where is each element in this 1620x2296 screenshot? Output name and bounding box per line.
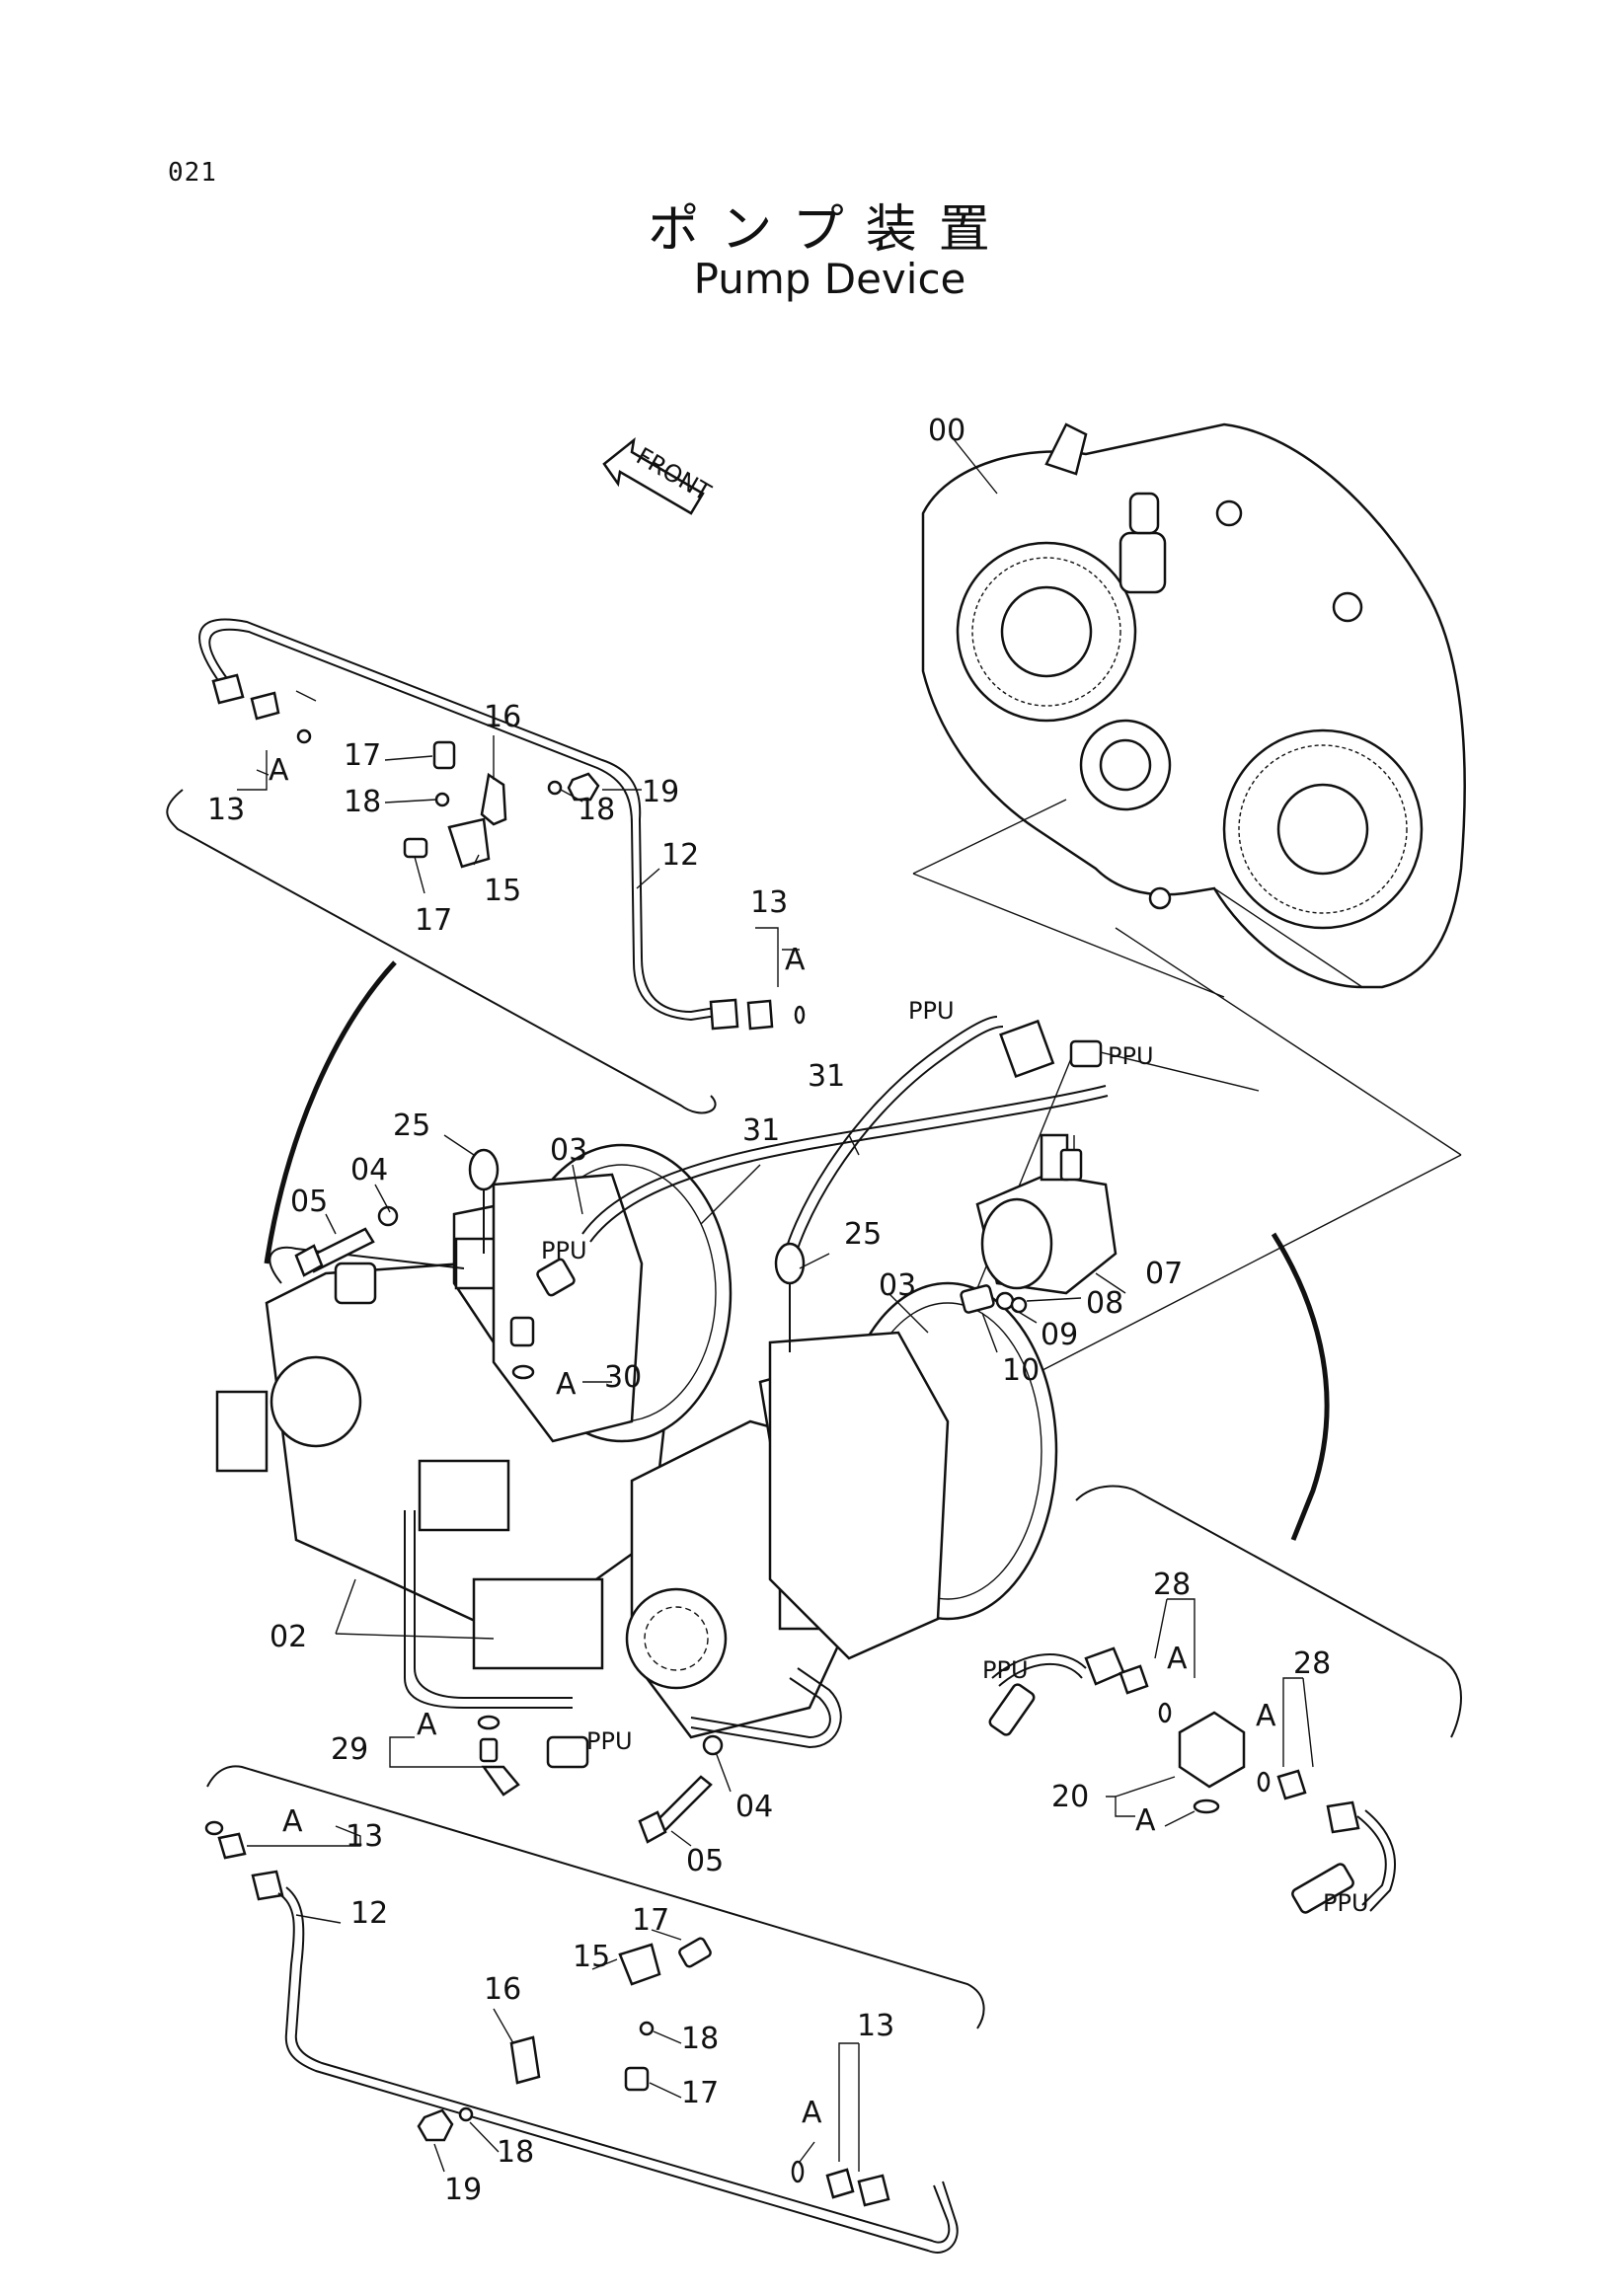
callout-labels: 00 13 A 17 18 16 18 19 15 17 12 13 A PPU… — [207, 414, 1369, 2207]
ppu-label-6: PPU — [1323, 1889, 1369, 1917]
callout-02: 02 — [270, 1620, 307, 1654]
callout-17-lower-top: 17 — [632, 1903, 669, 1938]
eye-bolts-25 — [468, 1148, 806, 1352]
a-mark-8: A — [282, 1804, 303, 1839]
title-japanese: ポンプ装置 — [648, 200, 1012, 260]
pump-assembly-02 — [215, 1143, 1058, 1749]
callout-19-lower: 19 — [444, 2173, 482, 2207]
leader-lines — [237, 433, 1314, 2173]
lower-detail-boundary — [206, 1765, 985, 2029]
callout-15-upper: 15 — [484, 874, 521, 908]
lower-pipe-assembly — [204, 1820, 959, 2254]
callout-29: 29 — [331, 1732, 368, 1767]
callout-13-lower-right: 13 — [857, 2009, 894, 2043]
callout-20: 20 — [1051, 1780, 1089, 1814]
callout-10: 10 — [1002, 1353, 1040, 1388]
callout-09: 09 — [1041, 1318, 1078, 1352]
a-mark-5: A — [1167, 1642, 1188, 1676]
callout-15-lower: 15 — [573, 1940, 610, 1974]
callout-16-upper: 16 — [484, 700, 521, 734]
ppu-label-1: PPU — [908, 997, 955, 1025]
callout-12-lower: 12 — [350, 1896, 388, 1931]
rotation-arc-right — [1271, 1232, 1330, 1541]
rotation-arc — [264, 960, 397, 1264]
a-mark-4: A — [417, 1708, 437, 1742]
callout-08: 08 — [1086, 1286, 1123, 1321]
callout-12-upper: 12 — [661, 838, 699, 873]
callout-17-upper: 17 — [344, 738, 381, 773]
callout-13-lower-left: 13 — [346, 1819, 383, 1854]
callout-17-lower: 17 — [681, 2076, 719, 2110]
front-arrow-icon: FRONT — [602, 436, 716, 515]
upper-pipe-assembly — [198, 618, 806, 1031]
callout-18-upper-left: 18 — [344, 785, 381, 819]
a-mark-9: A — [802, 2096, 822, 2130]
callout-16-lower: 16 — [484, 1972, 521, 2007]
callout-03-right: 03 — [879, 1268, 916, 1303]
callout-25-left: 25 — [393, 1109, 430, 1143]
gearbox-housing-00 — [921, 422, 1466, 989]
callout-13-upper-right: 13 — [750, 885, 788, 920]
callout-05-lower: 05 — [686, 1844, 724, 1878]
callout-28-left: 28 — [1153, 1568, 1191, 1602]
callout-18-upper-right: 18 — [578, 793, 615, 827]
ppu-label-5: PPU — [982, 1656, 1029, 1684]
callout-00: 00 — [928, 414, 965, 448]
ppu-label-4: PPU — [586, 1727, 633, 1755]
page-number: 021 — [168, 158, 217, 188]
callout-04-lower: 04 — [735, 1790, 773, 1824]
a-mark-2: A — [785, 943, 806, 977]
ppu-label-3: PPU — [541, 1237, 587, 1264]
callout-18-lower-right: 18 — [681, 2022, 719, 2056]
a-mark-6: A — [1256, 1699, 1276, 1733]
callout-13-upper-left: 13 — [207, 793, 245, 827]
callout-31-top: 31 — [808, 1059, 845, 1094]
callout-30: 30 — [604, 1360, 642, 1395]
callout-18-lower-left: 18 — [497, 2135, 534, 2170]
callout-19-upper: 19 — [642, 775, 679, 809]
a-mark-7: A — [1135, 1803, 1156, 1838]
a-mark-1: A — [269, 753, 289, 788]
callout-28-right: 28 — [1293, 1646, 1331, 1681]
title-english: Pump Device — [693, 255, 966, 303]
callout-07: 07 — [1145, 1257, 1183, 1291]
callout-05-upper: 05 — [290, 1185, 328, 1219]
callout-04-upper: 04 — [350, 1153, 388, 1187]
bolts-05 — [294, 1205, 724, 1844]
callout-25-right: 25 — [844, 1217, 882, 1252]
a-mark-3: A — [556, 1367, 577, 1402]
ppu-label-2: PPU — [1108, 1042, 1154, 1070]
gear-pump-07 — [960, 1019, 1118, 1314]
callout-17-upper-low: 17 — [415, 903, 452, 938]
right-detail-boundary — [1075, 1485, 1462, 1738]
callout-03-left: 03 — [550, 1133, 587, 1168]
hoses-31 — [581, 1016, 1109, 1279]
callout-31-mid: 31 — [742, 1113, 780, 1148]
fittings-29-30 — [477, 1258, 589, 1797]
upper-detail-boundary — [166, 789, 717, 1114]
fitting-group-20-28 — [988, 1646, 1396, 1914]
